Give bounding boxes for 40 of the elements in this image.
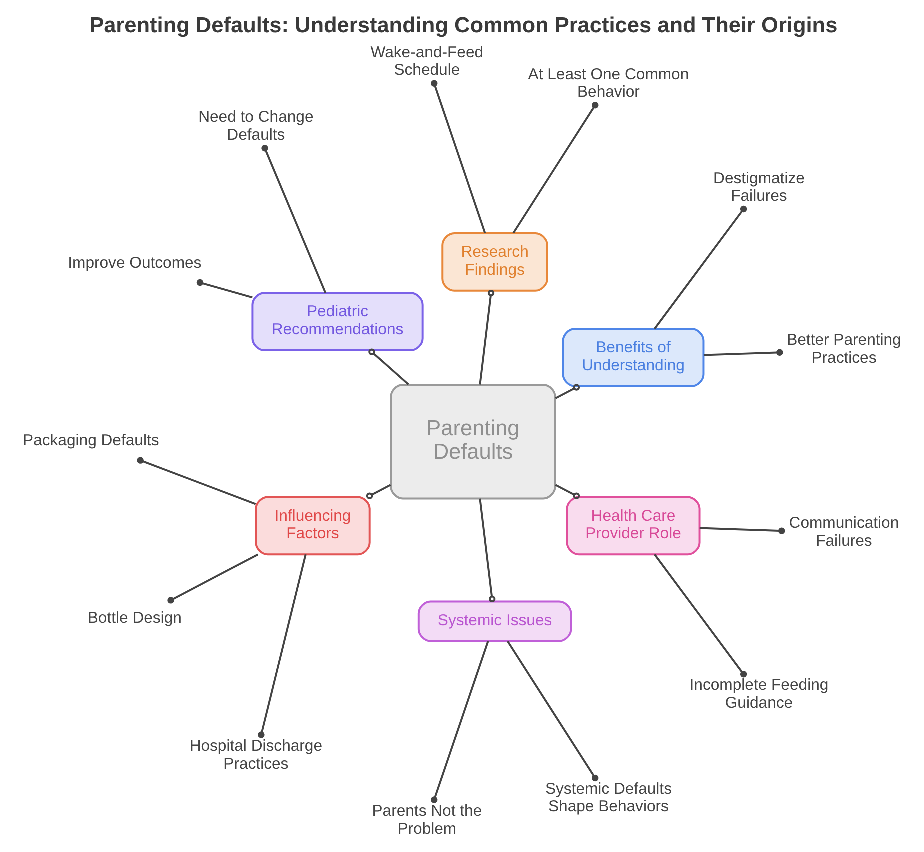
node-text: Hospital Discharge Practices xyxy=(190,738,323,773)
node-text: Communication Failures xyxy=(789,515,900,550)
node-text: Incomplete Feeding Guidance xyxy=(690,677,829,712)
node-box: Health Care Provider Role xyxy=(566,496,701,556)
node-box: Systemic Issues xyxy=(418,600,572,642)
node-box: Research Findings xyxy=(442,232,548,292)
connector xyxy=(512,102,599,234)
node-text: Wake-and-Feed Schedule xyxy=(370,44,484,80)
connector xyxy=(555,484,580,500)
connector xyxy=(704,349,784,356)
connector xyxy=(555,384,580,400)
connector xyxy=(366,484,392,500)
node-box: Benefits of Understanding xyxy=(562,328,705,388)
node-text: Better Parenting Practices xyxy=(787,332,902,368)
node-text: Packaging Defaults xyxy=(23,432,160,450)
connector xyxy=(700,527,786,534)
node-text: Destigmatize Failures xyxy=(714,170,805,206)
connector xyxy=(168,554,259,604)
node-text: Parents Not the Problem xyxy=(372,802,482,838)
connector xyxy=(137,457,256,506)
node-box: Influencing Factors xyxy=(255,496,371,556)
connector xyxy=(654,554,748,678)
connector xyxy=(262,145,327,294)
node-box: Parenting Defaults xyxy=(390,384,556,500)
node-text: Systemic Defaults Shape Behaviors xyxy=(545,780,672,816)
node-text: Need to Change Defaults xyxy=(198,109,314,144)
connector xyxy=(258,554,307,738)
connector xyxy=(479,498,496,603)
connector xyxy=(479,290,495,385)
connector xyxy=(368,348,410,386)
connector xyxy=(654,206,748,330)
node-text: At Least One Common Behavior xyxy=(528,66,690,102)
connector xyxy=(431,80,486,234)
node-text: Improve Outcomes xyxy=(68,255,202,272)
node-box: Pediatric Recommendations xyxy=(252,292,424,352)
connector xyxy=(507,640,599,782)
connector xyxy=(196,279,253,299)
node-text: Bottle Design xyxy=(88,610,182,628)
connector xyxy=(431,641,490,804)
diagram-title: Parenting Defaults: Understanding Common Practices and Their Origins xyxy=(90,12,838,38)
